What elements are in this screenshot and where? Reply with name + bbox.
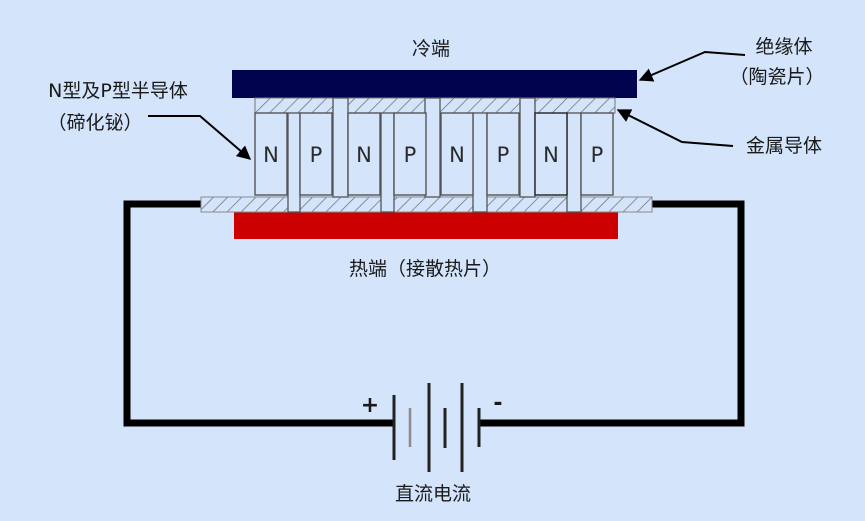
leg-label: P — [591, 143, 604, 167]
insulator-material-label: （陶瓷片） — [729, 66, 824, 88]
metal-conductor-label: 金属导体 — [746, 135, 822, 157]
leg-body — [486, 112, 520, 196]
minus-sign: - — [493, 391, 502, 416]
cold-end-label: 冷端 — [412, 38, 450, 60]
leg-body — [393, 112, 427, 196]
leg-label: P — [497, 143, 510, 167]
dc-current-label: 直流电流 — [395, 483, 471, 505]
bottom-metal-conductor — [200, 196, 653, 213]
leg-body — [347, 112, 381, 196]
n-type-leg: N — [440, 112, 474, 196]
separator-posts — [287, 97, 582, 213]
semiconductor-material-label: （碲化铋） — [47, 112, 142, 134]
leg-body — [534, 112, 568, 196]
semiconductor-arrow — [148, 115, 252, 160]
leg-label: N — [263, 143, 279, 167]
leg-label: P — [404, 143, 417, 167]
p-type-leg: P — [299, 112, 333, 196]
battery-icon — [392, 383, 481, 472]
leg-body — [580, 112, 614, 196]
hot-plate — [234, 212, 618, 239]
insulator-label: 绝缘体 — [755, 36, 812, 58]
leg-body — [299, 112, 333, 196]
circuit-wire — [123, 200, 745, 427]
n-type-leg: N — [254, 112, 288, 196]
p-type-leg: P — [580, 112, 614, 196]
cold-plate — [232, 70, 637, 98]
leg-label: N — [543, 143, 559, 167]
top-metal-conductor — [254, 97, 334, 114]
wire-right — [479, 200, 745, 427]
top-metal-conductor — [439, 97, 521, 114]
top-metal-conductor — [534, 97, 616, 114]
wire-left — [123, 200, 393, 427]
insulator-arrow — [638, 50, 746, 82]
leg-body — [254, 112, 288, 196]
n-type-leg: N — [534, 112, 568, 196]
metal-conductor-arrow — [616, 109, 734, 147]
semiconductor-label: N型及P型半导体 — [48, 80, 188, 102]
leg-body — [440, 112, 474, 196]
hot-end-label: 热端（接散热片） — [349, 258, 501, 280]
top-metal-conductor — [347, 97, 426, 114]
plus-sign: + — [361, 393, 379, 418]
leg-label: N — [449, 143, 465, 167]
n-type-leg: N — [347, 112, 381, 196]
p-type-leg: P — [486, 112, 520, 196]
leg-label: P — [310, 143, 323, 167]
leg-label: N — [356, 143, 372, 167]
p-type-leg: P — [393, 112, 427, 196]
